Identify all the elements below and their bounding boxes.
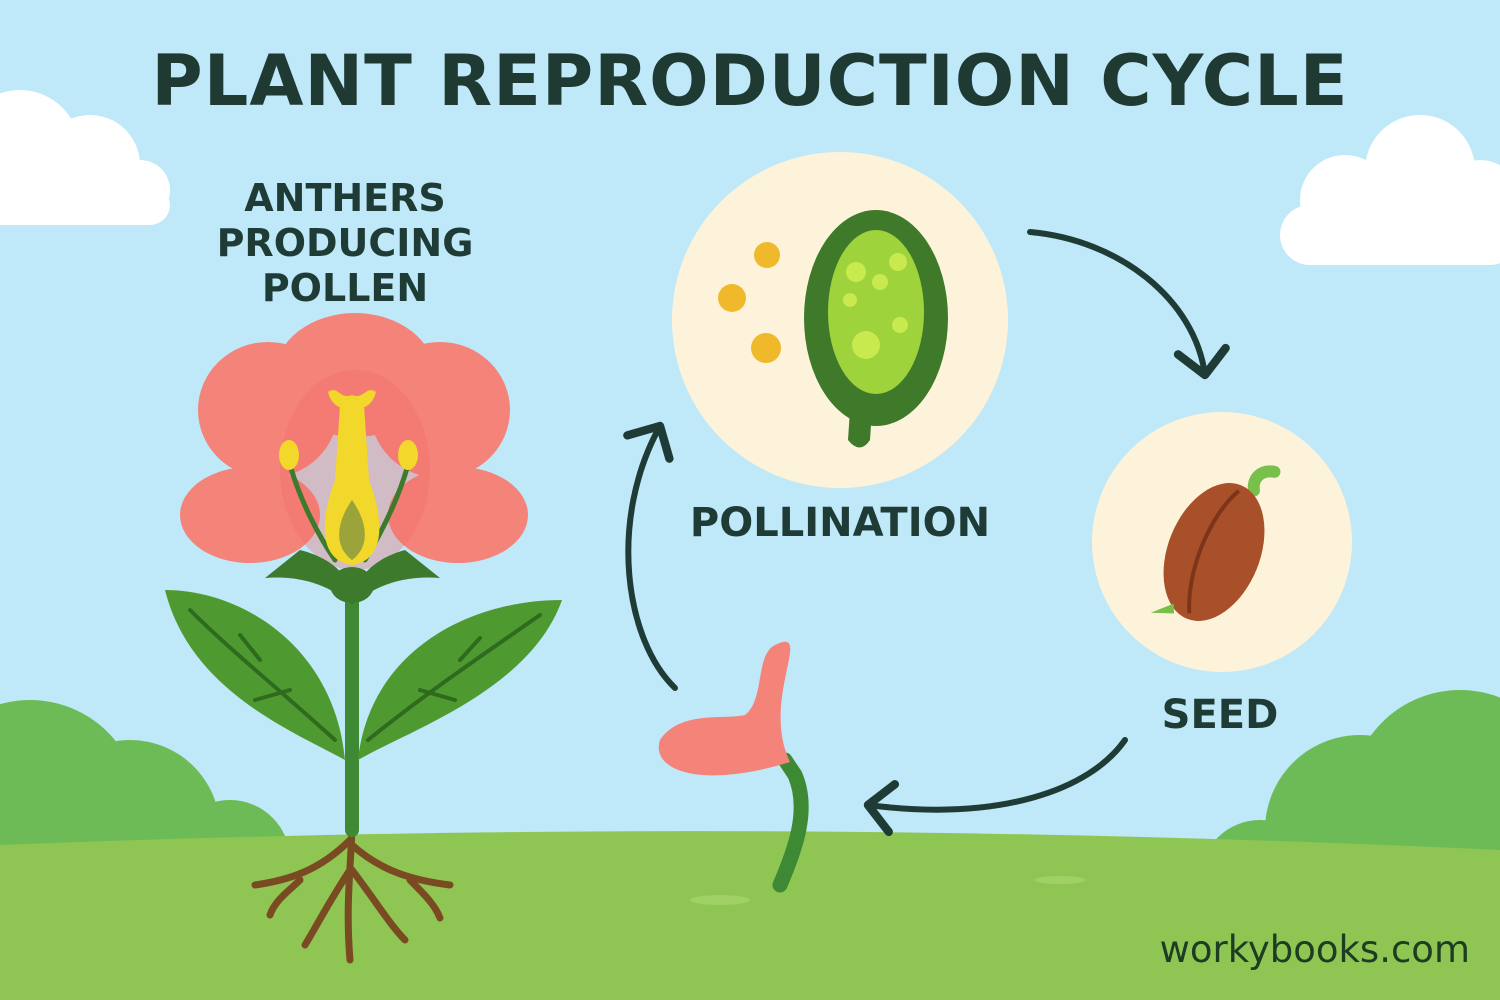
sprout-icon	[658, 641, 809, 893]
anthers-label-line: PRODUCING	[216, 221, 474, 265]
right-leaf	[358, 600, 562, 760]
pollen-grain-icon	[751, 333, 781, 363]
pollen-grain-icon	[754, 242, 780, 268]
pollen-grain-icon	[718, 284, 746, 312]
ovule-icon	[804, 210, 948, 448]
seed-icon	[1150, 465, 1281, 621]
anther-right	[398, 440, 418, 470]
ovary	[339, 500, 365, 560]
flower-icon	[165, 313, 562, 964]
seed-label: SEED	[1161, 692, 1279, 738]
left-leaf	[165, 590, 345, 760]
roots	[251, 816, 454, 964]
pollination-illustration	[672, 152, 1008, 488]
cloud-icon	[0, 90, 170, 225]
seed-illustration	[1092, 412, 1352, 672]
anthers-label-line: ANTHERS	[244, 176, 446, 220]
cloud-icon	[1280, 115, 1500, 265]
cycle-arrow-icon	[623, 229, 1230, 837]
anthers-label: ANTHERS PRODUCING POLLEN	[170, 176, 520, 311]
anthers-label-line: POLLEN	[261, 266, 429, 310]
anther-left	[279, 440, 299, 470]
pistil	[324, 405, 380, 565]
pollination-label: POLLINATION	[689, 500, 991, 546]
brand-watermark: workybooks.com	[1159, 928, 1470, 971]
grass-ground	[0, 831, 1500, 1000]
diagram-title: PLANT REPRODUCTION CYCLE	[151, 40, 1349, 122]
